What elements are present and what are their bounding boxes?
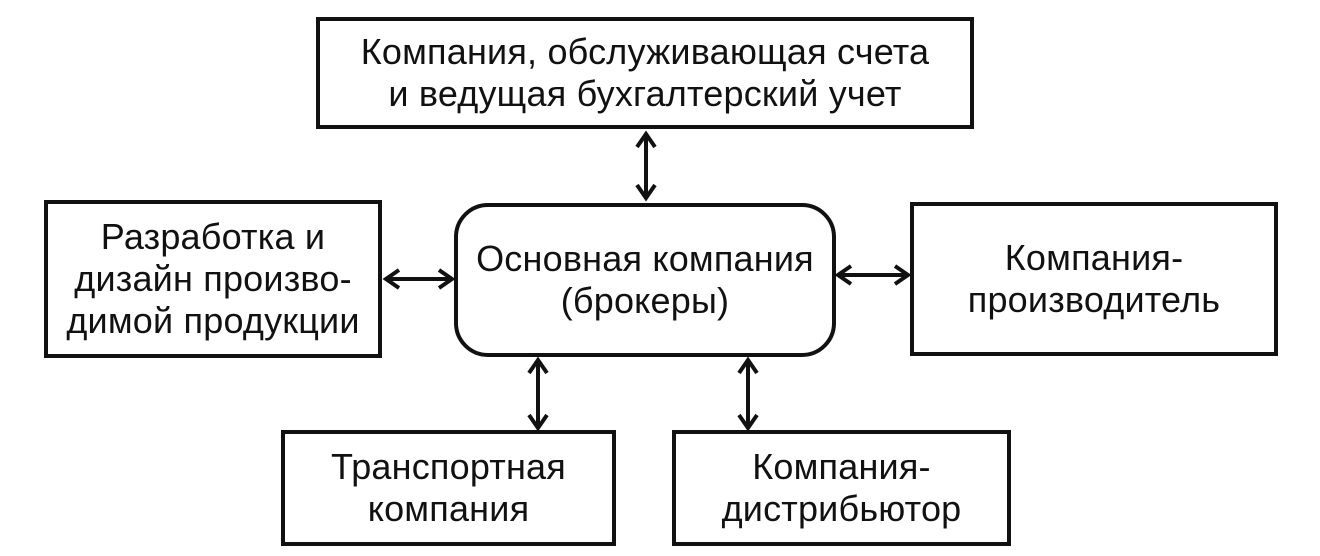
connector-core-accounting bbox=[635, 130, 657, 202]
node-accounting-company: Компания, обслуживающая счета и ведущая … bbox=[316, 17, 974, 129]
node-transport-label: Транспортная компания bbox=[331, 446, 566, 529]
node-core-label: Основная компания (брокеры) bbox=[476, 238, 814, 321]
connector-core-producer bbox=[834, 264, 912, 286]
connector-core-transport bbox=[527, 356, 549, 432]
connector-core-design bbox=[382, 268, 456, 290]
node-distributor-label: Компания- дистрибьютор bbox=[721, 446, 962, 529]
node-accounting-label: Компания, обслуживающая счета и ведущая … bbox=[360, 31, 930, 114]
node-transport-company: Транспортная компания bbox=[281, 430, 616, 546]
node-core-company: Основная компания (брокеры) bbox=[454, 203, 836, 357]
connector-core-distributor bbox=[737, 356, 759, 432]
node-product-design: Разработка и дизайн произво- димой проду… bbox=[44, 200, 382, 358]
node-design-label: Разработка и дизайн произво- димой проду… bbox=[66, 216, 360, 341]
node-distributor-company: Компания- дистрибьютор bbox=[672, 430, 1011, 546]
node-producer-company: Компания- производитель bbox=[910, 202, 1278, 356]
node-producer-label: Компания- производитель bbox=[967, 237, 1221, 320]
